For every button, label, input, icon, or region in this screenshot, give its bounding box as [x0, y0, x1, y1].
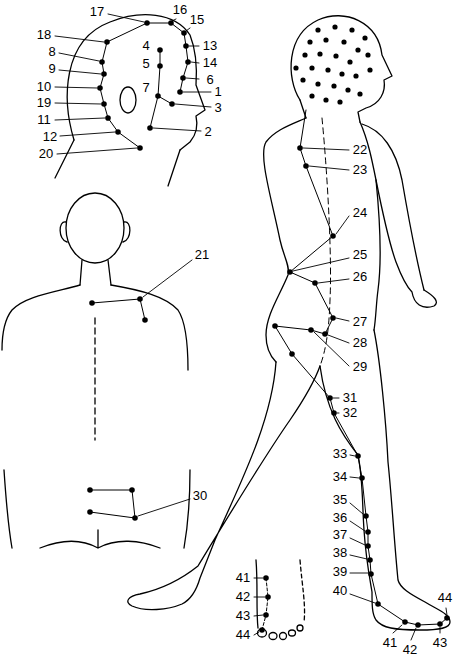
callout-number: 44	[236, 628, 250, 642]
foot-outline	[256, 560, 258, 628]
arm-outline	[362, 124, 424, 290]
callout-number: 19	[37, 96, 51, 110]
hip-outline	[40, 530, 160, 548]
callout-number: 43	[433, 636, 447, 650]
callout-number: 30	[193, 489, 207, 503]
callout-number: 34	[333, 470, 347, 484]
ear-outline	[123, 222, 130, 242]
callout-number: 4	[142, 39, 149, 53]
body-outline	[4, 470, 190, 548]
callout-number: 41	[236, 571, 250, 585]
leg-outline	[128, 362, 320, 610]
shoulder-outline	[111, 285, 188, 370]
callout-number: 5	[142, 57, 149, 71]
spine-line	[94, 318, 95, 440]
callout-number: 26	[353, 270, 367, 284]
callout-number: 20	[39, 147, 53, 161]
callout-number: 22	[353, 143, 367, 157]
arm-outline	[376, 180, 436, 307]
callout-number: 15	[190, 13, 204, 27]
head-outline	[291, 16, 392, 122]
callout-number: 25	[353, 248, 367, 262]
toe-outline	[280, 633, 287, 640]
callout-number: 39	[333, 565, 347, 579]
callout-number: 29	[353, 360, 367, 374]
meridian-line	[275, 110, 447, 625]
leader-line	[254, 578, 447, 640]
callout-number: 7	[142, 81, 149, 95]
callout-number: 13	[203, 39, 217, 53]
callout-number: 11	[37, 113, 51, 127]
callout-number: 44	[438, 591, 452, 605]
callout-number: 40	[333, 584, 347, 598]
neck-line	[168, 150, 180, 186]
acupoint-dots	[97, 20, 191, 151]
callout-number: 41	[383, 636, 397, 650]
callout-number: 21	[195, 248, 209, 262]
callout-number: 32	[343, 406, 357, 420]
toe-outline	[269, 633, 277, 640]
meridian-line	[150, 46, 188, 128]
callout-number: 16	[173, 3, 187, 17]
callout-number: 23	[353, 163, 367, 177]
toe-outline	[297, 625, 303, 631]
callout-number: 2	[204, 125, 211, 139]
ear-outline	[120, 87, 136, 113]
leg-outline	[320, 330, 450, 630]
neck-line	[55, 140, 74, 178]
callout-number: 14	[203, 56, 217, 70]
callout-number: 12	[43, 130, 57, 144]
callout-number: 9	[48, 62, 55, 76]
ear-outline	[60, 222, 67, 242]
callout-number: 28	[353, 336, 367, 350]
callout-number: 42	[236, 590, 250, 604]
meridian-line	[90, 299, 145, 518]
leader-line	[293, 148, 375, 603]
torso-outline	[264, 118, 306, 362]
callout-number: 17	[90, 5, 104, 19]
callout-number: 38	[333, 546, 347, 560]
callout-number: 6	[206, 73, 213, 87]
meridian-line	[262, 578, 268, 630]
callout-number: 1	[214, 85, 221, 99]
leader-line	[138, 260, 192, 516]
callout-number: 24	[353, 206, 367, 220]
callout-number: 35	[333, 493, 347, 507]
neck-line	[80, 260, 111, 285]
acupoint-dots	[87, 296, 271, 633]
head-outline	[66, 193, 124, 263]
toe-outline	[289, 630, 296, 636]
callout-number: 27	[353, 315, 367, 329]
callout-number: 37	[333, 528, 347, 542]
callout-number: 31	[343, 391, 357, 405]
callout-number: 36	[333, 511, 347, 525]
acupoint-dots	[293, 24, 372, 104]
foot-outline	[300, 560, 305, 622]
shoulder-outline	[2, 285, 80, 350]
leader-line	[55, 14, 211, 154]
callout-number: 18	[37, 28, 51, 42]
callout-number: 42	[403, 643, 417, 657]
acupoint-dots	[272, 145, 450, 628]
callout-number: 33	[333, 447, 347, 461]
callout-number: 8	[48, 45, 55, 59]
callout-number: 3	[214, 101, 221, 115]
callout-number: 43	[236, 609, 250, 623]
callout-number: 10	[37, 80, 51, 94]
